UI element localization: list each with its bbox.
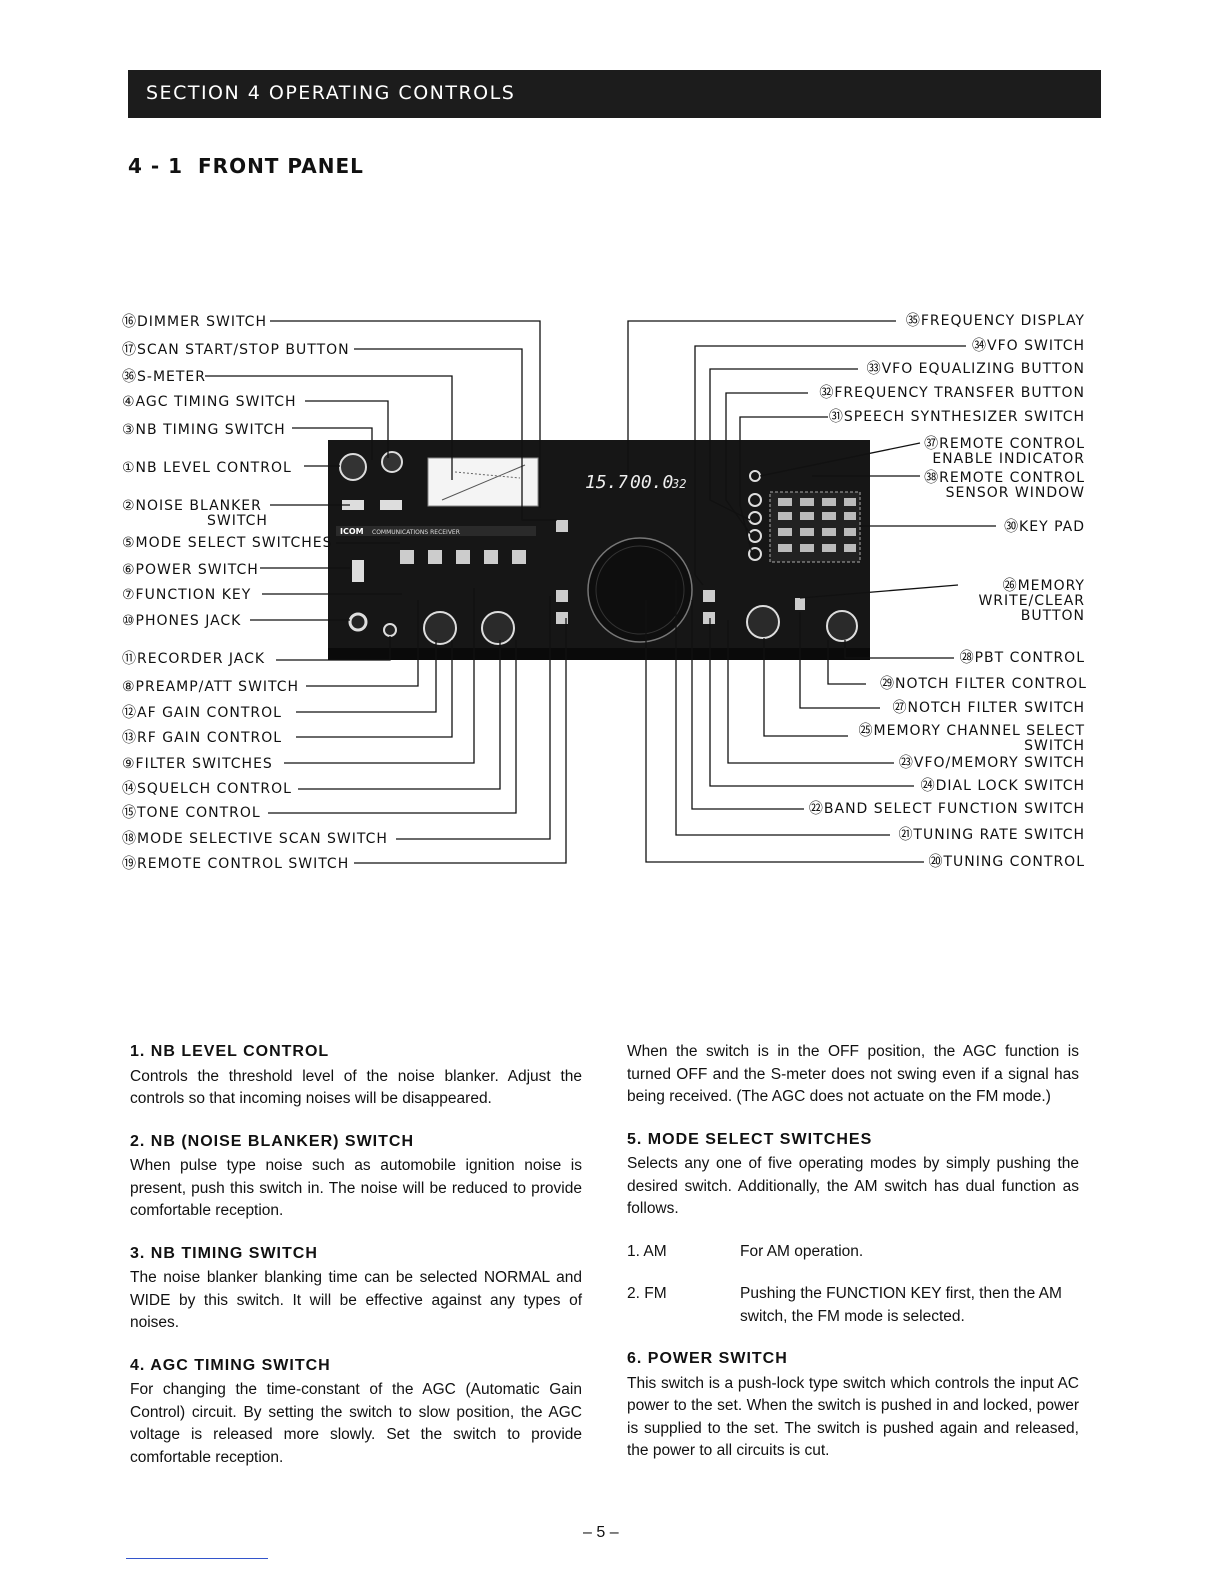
callout-tuning-rate: ㉑TUNING RATE SWITCH: [898, 827, 1085, 843]
mode-item-am-value: For AM operation.: [740, 1242, 864, 1260]
callout-noise-blanker: ②NOISE BLANKER: [122, 498, 262, 514]
af-rf-gain-knob: [423, 611, 457, 645]
callout-remote-control-switch: ⑲REMOTE CONTROL SWITCH: [122, 856, 350, 872]
callout-notch-switch: ㉗NOTCH FILTER SWITCH: [892, 700, 1085, 716]
section-6-body: This switch is a push-lock type switch w…: [627, 1374, 1079, 1460]
mode-item-fm-value: Pushing the FUNCTION KEY first, then the…: [740, 1285, 1062, 1325]
callout-memory-write: ㉖MEMORY: [1002, 578, 1085, 594]
mode-item-fm-key: 2. FM: [627, 1285, 667, 1302]
brand-text: COMMUNICATIONS RECEIVER: [372, 529, 460, 536]
left-text-column: 1. NB LEVEL CONTROL Controls the thresho…: [130, 1041, 582, 1489]
mode-item-fm: 2. FM Pushing the FUNCTION KEY first, th…: [627, 1283, 1079, 1328]
callout-scan-start-stop: ⑰SCAN START/STOP BUTTON: [122, 342, 350, 358]
agc-knob: [381, 451, 403, 473]
callout-tone: ⑮TONE CONTROL: [122, 805, 261, 821]
squelch-tone-knob: [481, 611, 515, 645]
callout-notch-control: ㉙NOTCH FILTER CONTROL: [880, 676, 1087, 692]
callout-mode-select: ⑤MODE SELECT SWITCHES: [122, 535, 333, 551]
brand-logo: ICOM: [340, 527, 364, 536]
section-1-body: Controls the threshold level of the nois…: [130, 1067, 582, 1108]
mode-item-am-key: 1. AM: [627, 1242, 667, 1260]
tuning-knob: [587, 537, 693, 643]
pbt-notch-knob: [826, 610, 858, 642]
section-2-body: When pulse type noise such as automobile…: [130, 1157, 582, 1219]
callout-tuning-control: ⑳TUNING CONTROL: [928, 854, 1085, 870]
callout-memory-write-line2: WRITE/CLEAR: [978, 593, 1085, 609]
section-5-title: 5. MODE SELECT SWITCHES: [627, 1130, 873, 1148]
callout-remote-enable-line2: ENABLE INDICATOR: [932, 451, 1085, 467]
section-4-continued: When the switch is in the OFF position, …: [627, 1043, 1079, 1105]
callout-nb-timing: ③NB TIMING SWITCH: [122, 422, 286, 438]
section-header-bar: SECTION 4 OPERATING CONTROLS: [128, 70, 1101, 118]
mode-item-am: 1. AM For AM operation.: [627, 1241, 1079, 1264]
section-6-title: 6. POWER SWITCH: [627, 1350, 788, 1367]
callout-vfo-switch: ㉞VFO SWITCH: [972, 338, 1085, 354]
section-5-body: Selects any one of five operating modes …: [627, 1155, 1079, 1217]
recorder-jack: [383, 623, 397, 637]
callout-remote-sensor: ㊳REMOTE CONTROL: [924, 470, 1085, 486]
callout-preamp-att: ⑧PREAMP/ATT SWITCH: [122, 679, 300, 695]
callout-remote-sensor-line2: SENSOR WINDOW: [945, 485, 1085, 501]
callout-vfo-memory: ㉓VFO/MEMORY SWITCH: [898, 755, 1085, 771]
section-2-title: 2. NB (NOISE BLANKER) SWITCH: [130, 1132, 414, 1150]
callout-rf-gain: ⑬RF GAIN CONTROL: [122, 730, 283, 746]
receiver-panel-bottom: [328, 648, 870, 660]
callout-memory-channel-line2: SWITCH: [1024, 738, 1085, 754]
callout-memory-channel: ㉕MEMORY CHANNEL SELECT: [858, 723, 1085, 739]
power-switch: [352, 560, 364, 582]
nb-level-knob: [339, 453, 367, 481]
section-3-body: The noise blanker blanking time can be s…: [130, 1269, 582, 1331]
callout-dimmer-switch: ⑯DIMMER SWITCH: [122, 314, 267, 330]
subsection-title: 4 - 1 FRONT PANEL: [128, 154, 364, 178]
callout-frequency-display: ㉟FREQUENCY DISPLAY: [905, 313, 1085, 329]
subsection-title-text: FRONT PANEL: [198, 154, 364, 178]
channel-display: 32: [671, 477, 686, 491]
callout-nb-level: ①NB LEVEL CONTROL: [122, 460, 292, 476]
footer-rule: [126, 1558, 268, 1559]
callout-vfo-equalizing: ㉝VFO EQUALIZING BUTTON: [866, 361, 1085, 377]
callout-phones-jack: ⑩PHONES JACK: [122, 613, 242, 629]
callout-power-switch: ⑥POWER SWITCH: [122, 562, 259, 578]
right-text-column: When the switch is in the OFF position, …: [627, 1041, 1079, 1483]
callout-pbt-control: ㉘PBT CONTROL: [959, 650, 1085, 666]
callout-mode-selective-scan: ⑱MODE SELECTIVE SCAN SWITCH: [122, 831, 388, 847]
callout-filter-switches: ⑨FILTER SWITCHES: [122, 756, 273, 772]
callout-squelch: ⑭SQUELCH CONTROL: [122, 781, 292, 797]
subsection-number: 4 - 1: [128, 154, 184, 178]
callout-dial-lock: ㉔DIAL LOCK SWITCH: [920, 778, 1085, 794]
callout-band-select: ㉒BAND SELECT FUNCTION SWITCH: [808, 801, 1085, 817]
callout-remote-enable: ㊲REMOTE CONTROL: [924, 436, 1085, 452]
phones-jack: [348, 612, 368, 632]
callout-speech-synthesizer: ㉛SPEECH SYNTHESIZER SWITCH: [828, 409, 1085, 425]
section-4-title: 4. AGC TIMING SWITCH: [130, 1356, 331, 1374]
memory-channel-knob: [746, 605, 780, 639]
callout-s-meter: ㊱S-METER: [122, 369, 206, 385]
callout-af-gain: ⑫AF GAIN CONTROL: [122, 705, 282, 721]
section-1-title: 1. NB LEVEL CONTROL: [130, 1043, 330, 1060]
callout-noise-blanker-line2: SWITCH: [207, 513, 268, 529]
frequency-display-2: 00.0: [630, 472, 673, 493]
callout-memory-write-line3: BUTTON: [1020, 608, 1085, 624]
callout-agc-timing: ④AGC TIMING SWITCH: [122, 394, 297, 410]
callout-recorder-jack: ⑪RECORDER JACK: [122, 651, 266, 667]
section-header-text: SECTION 4 OPERATING CONTROLS: [146, 82, 516, 104]
callout-function-key: ⑦FUNCTION KEY: [122, 587, 252, 603]
page-number: – 5 –: [583, 1524, 619, 1541]
frequency-display: 15.7: [585, 472, 629, 493]
callout-key-pad: ㉚KEY PAD: [1004, 519, 1085, 535]
callout-frequency-transfer: ㉜FREQUENCY TRANSFER BUTTON: [819, 385, 1085, 401]
section-3-title: 3. NB TIMING SWITCH: [130, 1244, 318, 1262]
section-4-body: For changing the time-constant of the AG…: [130, 1381, 582, 1466]
